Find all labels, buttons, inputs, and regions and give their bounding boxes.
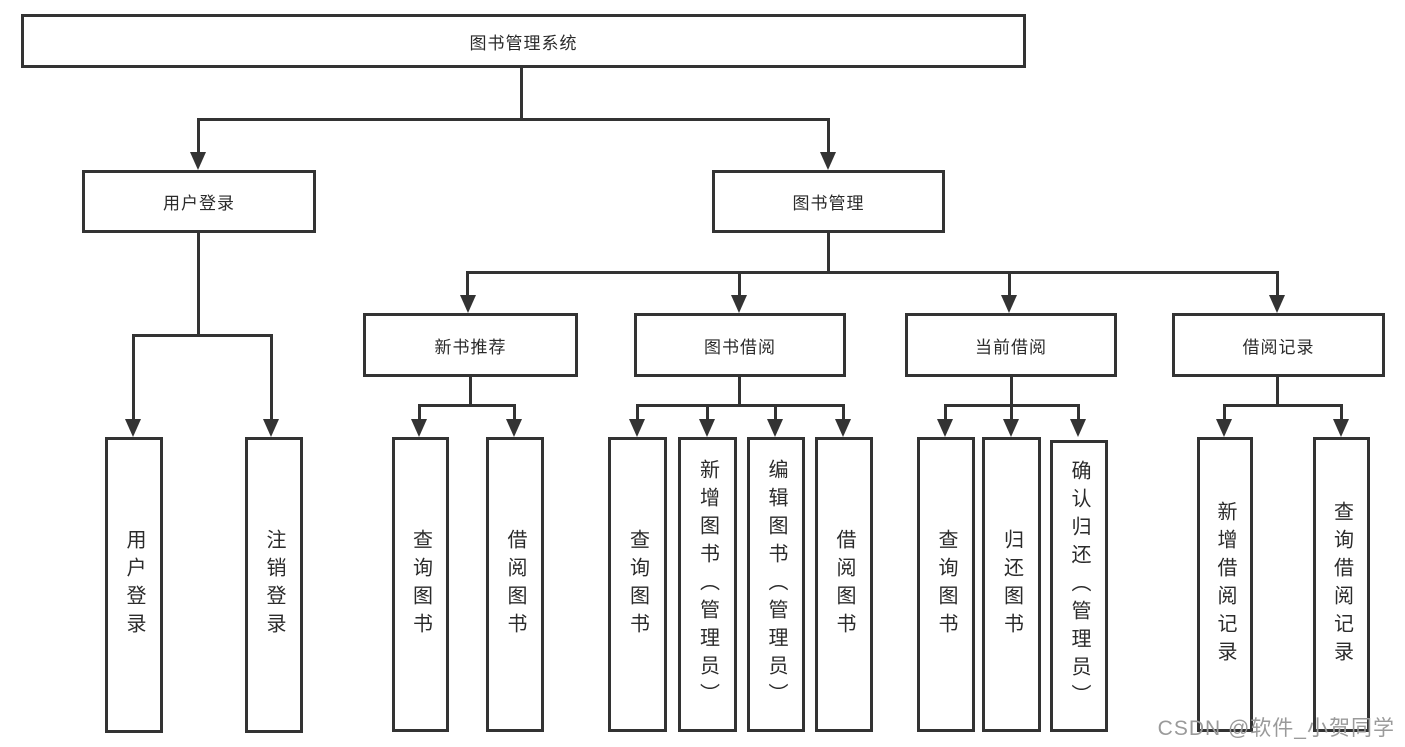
leaf-borrow-query: 查询图书 xyxy=(608,437,667,732)
leaf-borrow-book: 借阅图书 xyxy=(815,437,873,732)
connector-newbook-leaf1-drop xyxy=(418,407,421,421)
leaf-current-return: 归还图书 xyxy=(982,437,1041,732)
connector-book-mgmt-stub xyxy=(827,233,830,274)
leaf-borrow-edit-admin: 编辑图书（管理员） xyxy=(747,437,805,732)
leaf-newbook-query-label: 查询图书 xyxy=(409,528,432,641)
connector-newbook-stub xyxy=(469,377,472,406)
connector-login-leaf1-drop xyxy=(132,337,135,422)
connector-level2-branch xyxy=(197,118,830,121)
connector-current-stub xyxy=(1010,377,1013,406)
node-user-login: 用户登录 xyxy=(82,170,316,233)
arrow-to-borrow xyxy=(731,295,747,313)
connector-user-login-branch xyxy=(132,334,273,337)
leaf-current-return-label: 归还图书 xyxy=(1000,528,1023,641)
csdn-watermark: CSDN @软件_小贺同学 xyxy=(1157,717,1395,740)
leaf-logout: 注销登录 xyxy=(245,437,303,733)
connector-level3-branch xyxy=(466,271,1279,274)
connector-root-stub xyxy=(520,68,523,118)
connector-current-drop xyxy=(1008,274,1011,297)
arrow-to-book-mgmt xyxy=(820,152,836,170)
node-root-label: 图书管理系统 xyxy=(469,33,578,53)
leaf-newbook-borrow: 借阅图书 xyxy=(486,437,544,732)
leaf-borrow-query-label: 查询图书 xyxy=(626,528,649,641)
arrow-to-borrow-leaf1 xyxy=(629,419,645,437)
node-book-borrow-label: 图书借阅 xyxy=(704,337,776,357)
connector-current-leaf2-drop xyxy=(1010,407,1013,421)
connector-user-login-drop xyxy=(197,121,200,154)
arrow-to-login-leaf1 xyxy=(125,419,141,437)
connector-newbook-leaf2-drop xyxy=(513,407,516,421)
leaf-borrow-add-admin-label: 新增图书（管理员） xyxy=(696,458,719,711)
connector-borrow-branch xyxy=(636,404,845,407)
node-book-mgmt-label: 图书管理 xyxy=(792,194,865,213)
leaf-records-add: 新增借阅记录 xyxy=(1197,437,1253,732)
leaf-borrow-edit-admin-label: 编辑图书（管理员） xyxy=(765,458,787,711)
connector-records-leaf1-drop xyxy=(1223,407,1226,421)
node-book-mgmt: 图书管理 xyxy=(712,170,945,233)
connector-borrow-leaf2-drop xyxy=(706,407,709,421)
connector-borrow-leaf3-drop xyxy=(774,407,777,421)
arrow-to-current-leaf1 xyxy=(937,419,953,437)
leaf-current-query-label: 查询图书 xyxy=(935,528,957,641)
arrow-to-newbook-leaf2 xyxy=(506,419,522,437)
leaf-newbook-query: 查询图书 xyxy=(392,437,449,732)
node-borrow-records-label: 借阅记录 xyxy=(1242,337,1315,357)
arrow-to-borrow-leaf3 xyxy=(767,419,783,437)
leaf-current-confirm-admin-label: 确认归还（管理员） xyxy=(1068,460,1090,712)
connector-records-drop xyxy=(1276,274,1279,297)
arrow-to-login-leaf2 xyxy=(263,419,279,437)
connector-current-branch xyxy=(944,404,1080,407)
node-current-borrow-label: 当前借阅 xyxy=(975,337,1047,357)
connector-newbook-drop xyxy=(466,274,469,297)
connector-records-branch xyxy=(1223,404,1343,407)
node-borrow-records: 借阅记录 xyxy=(1172,313,1385,377)
node-new-book-rec: 新书推荐 xyxy=(363,313,578,377)
connector-current-leaf1-drop xyxy=(944,407,947,421)
leaf-user-login-label: 用户登录 xyxy=(123,529,145,641)
connector-records-stub xyxy=(1276,377,1279,406)
node-current-borrow: 当前借阅 xyxy=(905,313,1117,377)
connector-borrow-leaf1-drop xyxy=(636,407,639,421)
leaf-records-add-label: 新增借阅记录 xyxy=(1214,500,1236,669)
leaf-current-confirm-admin: 确认归还（管理员） xyxy=(1050,440,1108,732)
node-user-login-label: 用户登录 xyxy=(163,194,235,213)
arrow-to-borrow-leaf4 xyxy=(835,419,851,437)
arrow-to-newbook-leaf1 xyxy=(411,419,427,437)
node-book-borrow: 图书借阅 xyxy=(634,313,846,377)
node-root: 图书管理系统 xyxy=(21,14,1026,68)
leaf-borrow-book-label: 借阅图书 xyxy=(833,528,855,641)
leaf-user-login: 用户登录 xyxy=(105,437,163,733)
node-new-book-rec-label: 新书推荐 xyxy=(434,337,507,357)
leaf-records-query: 查询借阅记录 xyxy=(1313,437,1370,732)
connector-login-leaf2-drop xyxy=(270,337,273,422)
arrow-to-records xyxy=(1269,295,1285,313)
arrow-to-newbook xyxy=(460,295,476,313)
arrow-to-current xyxy=(1001,295,1017,313)
leaf-current-query: 查询图书 xyxy=(917,437,975,732)
connector-newbook-branch xyxy=(418,404,516,407)
leaf-borrow-add-admin: 新增图书（管理员） xyxy=(678,437,737,732)
leaf-newbook-borrow-label: 借阅图书 xyxy=(504,528,526,641)
arrow-to-current-leaf2 xyxy=(1003,419,1019,437)
arrow-to-borrow-leaf2 xyxy=(699,419,715,437)
connector-borrow-leaf4-drop xyxy=(842,407,845,421)
connector-book-mgmt-drop xyxy=(827,121,830,154)
leaf-logout-label: 注销登录 xyxy=(263,529,285,641)
arrow-to-current-leaf3 xyxy=(1070,419,1086,437)
connector-current-leaf3-drop xyxy=(1077,407,1080,421)
connector-records-leaf2-drop xyxy=(1340,407,1343,421)
arrow-to-records-leaf2 xyxy=(1333,419,1349,437)
connector-borrow-drop xyxy=(738,274,741,297)
arrow-to-records-leaf1 xyxy=(1216,419,1232,437)
connector-borrow-stub xyxy=(738,377,741,406)
leaf-records-query-label: 查询借阅记录 xyxy=(1330,500,1353,669)
connector-user-login-stub xyxy=(197,233,200,337)
arrow-to-user-login xyxy=(190,152,206,170)
